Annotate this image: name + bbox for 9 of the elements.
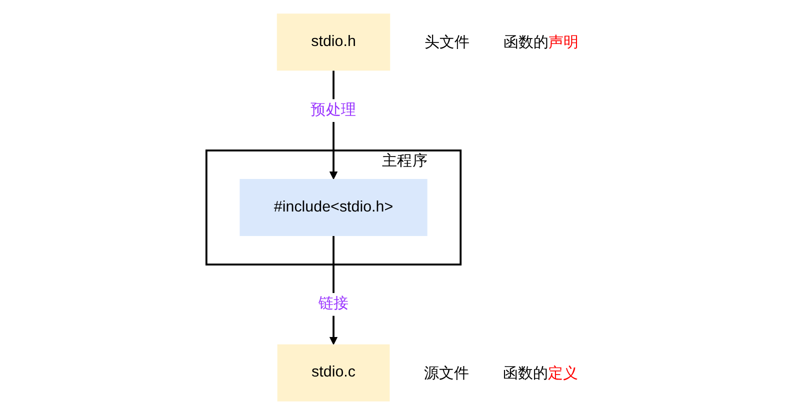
- annotation-text: 头文件: [424, 34, 470, 51]
- annotation-text: 源文件: [424, 364, 469, 382]
- node-box: #include<stdio.h>: [240, 178, 428, 236]
- node-box: stdio.h: [276, 14, 390, 71]
- edge-label: 链接: [318, 296, 349, 312]
- annotation-text: 函数的声明: [504, 34, 579, 51]
- node-box: stdio.c: [277, 344, 390, 402]
- annotation-text: 函数的定义: [503, 364, 578, 382]
- edge-label: 预处理: [310, 102, 356, 118]
